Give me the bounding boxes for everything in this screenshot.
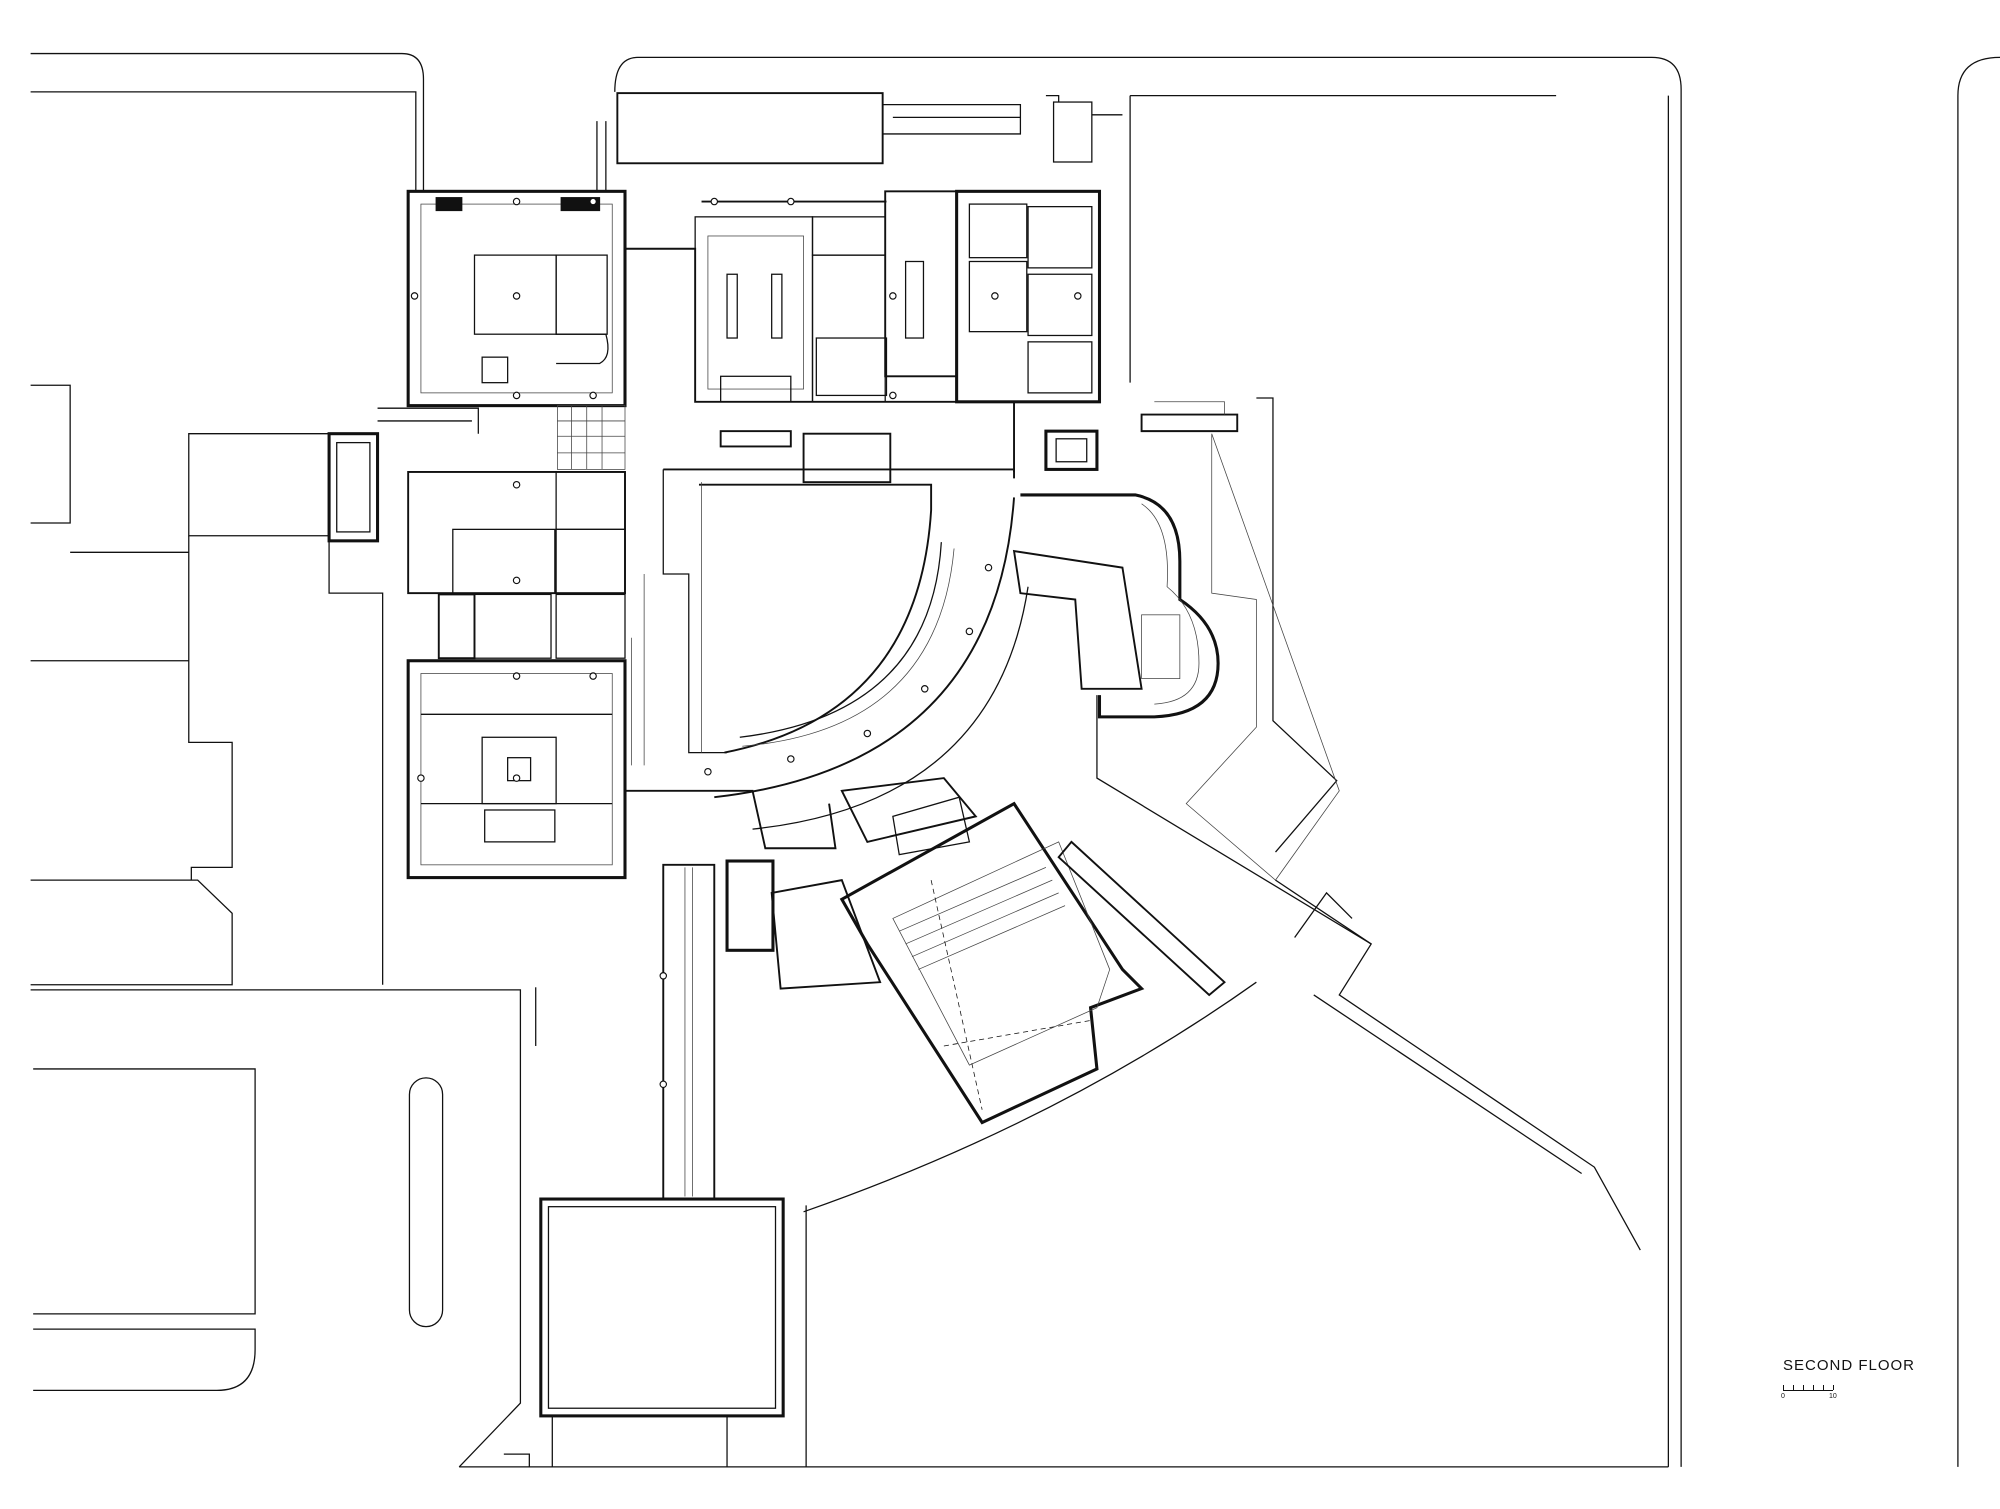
scale-end-label: 10 (1829, 1393, 1837, 1400)
south-auditorium-wing (725, 777, 1353, 1467)
columns (410, 197, 1082, 1088)
north-galleries (625, 189, 1102, 484)
central-courtyard (625, 468, 1029, 850)
north-service-block (596, 92, 1123, 192)
scale-tick (1783, 1385, 1784, 1390)
scale-tick (1793, 1385, 1794, 1390)
scale-bar: 0 10 (1781, 1385, 1837, 1400)
site-boundaries (30, 52, 2000, 1468)
scale-bar-line (1783, 1390, 1833, 1391)
east-curved-wing (1012, 397, 1641, 1251)
scale-tick (1833, 1385, 1834, 1390)
scale-tick (1813, 1385, 1814, 1390)
drawing-title: SECOND FLOOR (1783, 1357, 1916, 1374)
south-walkway (539, 863, 785, 1418)
scale-start-label: 0 (1781, 1393, 1785, 1400)
scale-tick (1823, 1385, 1824, 1390)
west-gallery-wing (327, 189, 627, 880)
scale-tick (1803, 1385, 1804, 1390)
